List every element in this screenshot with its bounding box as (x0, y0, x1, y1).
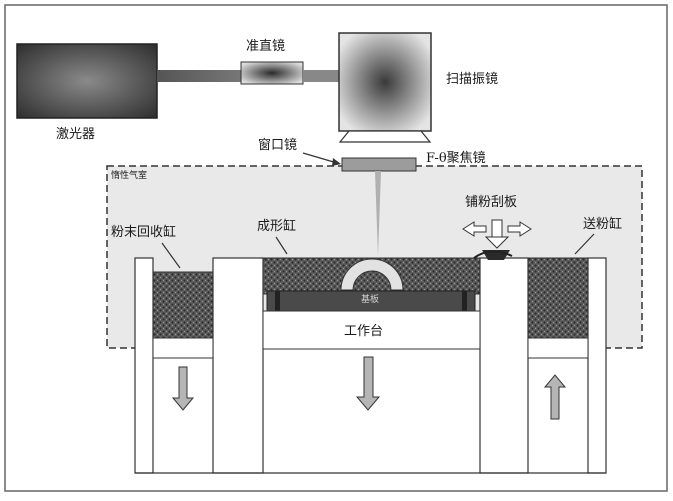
label-build-cylinder: 成形缸 (257, 219, 297, 234)
collimator-lens (240, 61, 304, 85)
build-platform (262, 310, 481, 350)
bolt-right (462, 291, 467, 315)
laser-beam (375, 171, 381, 256)
label-chamber: 惰性气室 (111, 171, 148, 181)
feed-piston (527, 337, 589, 359)
feed-powder (527, 257, 589, 339)
scanner-base (338, 130, 432, 143)
window-pointer (302, 152, 338, 164)
overflow-piston (152, 337, 214, 359)
build-down-arrow (355, 356, 381, 411)
label-substrate: 基板 (361, 295, 380, 305)
recoater-down-arrow-body (491, 219, 503, 239)
overflow-leader (161, 242, 181, 269)
label-recoater: 铺粉刮板 (465, 195, 518, 210)
window-pointer-head (332, 158, 341, 166)
build-leader (275, 236, 288, 255)
recoater-right-arrow (507, 221, 532, 237)
f-theta-lens (341, 157, 417, 172)
overflow-powder (152, 271, 214, 339)
label-f-theta: F-θ聚焦镜 (426, 151, 486, 166)
label-feed-cylinder: 送粉缸 (583, 217, 623, 232)
laser-box (16, 43, 158, 119)
mid-right-wall (479, 257, 529, 474)
label-laser: 激光器 (56, 127, 96, 142)
left-wall (134, 257, 154, 474)
mid-left-wall (212, 257, 264, 474)
feed-up-arrow (543, 374, 567, 420)
label-window: 窗口镜 (258, 138, 298, 153)
recoater-left-arrow (462, 221, 487, 237)
label-overflow-cylinder: 粉末回收缸 (111, 225, 177, 240)
label-collimator: 准直镜 (246, 39, 286, 54)
scanner-box (338, 32, 432, 132)
label-scanner: 扫描振镜 (446, 72, 499, 87)
built-part (340, 258, 404, 291)
right-wall (587, 257, 607, 474)
overflow-down-arrow (171, 366, 195, 411)
label-platform: 工作台 (344, 324, 384, 339)
beam-laser-collimator (157, 70, 241, 82)
recoater-down-arrow-head (484, 236, 510, 249)
recoater-shadow (473, 250, 513, 259)
feed-leader (574, 233, 595, 255)
beam-collimator-scanner (303, 70, 339, 82)
bolt-left (275, 291, 280, 315)
